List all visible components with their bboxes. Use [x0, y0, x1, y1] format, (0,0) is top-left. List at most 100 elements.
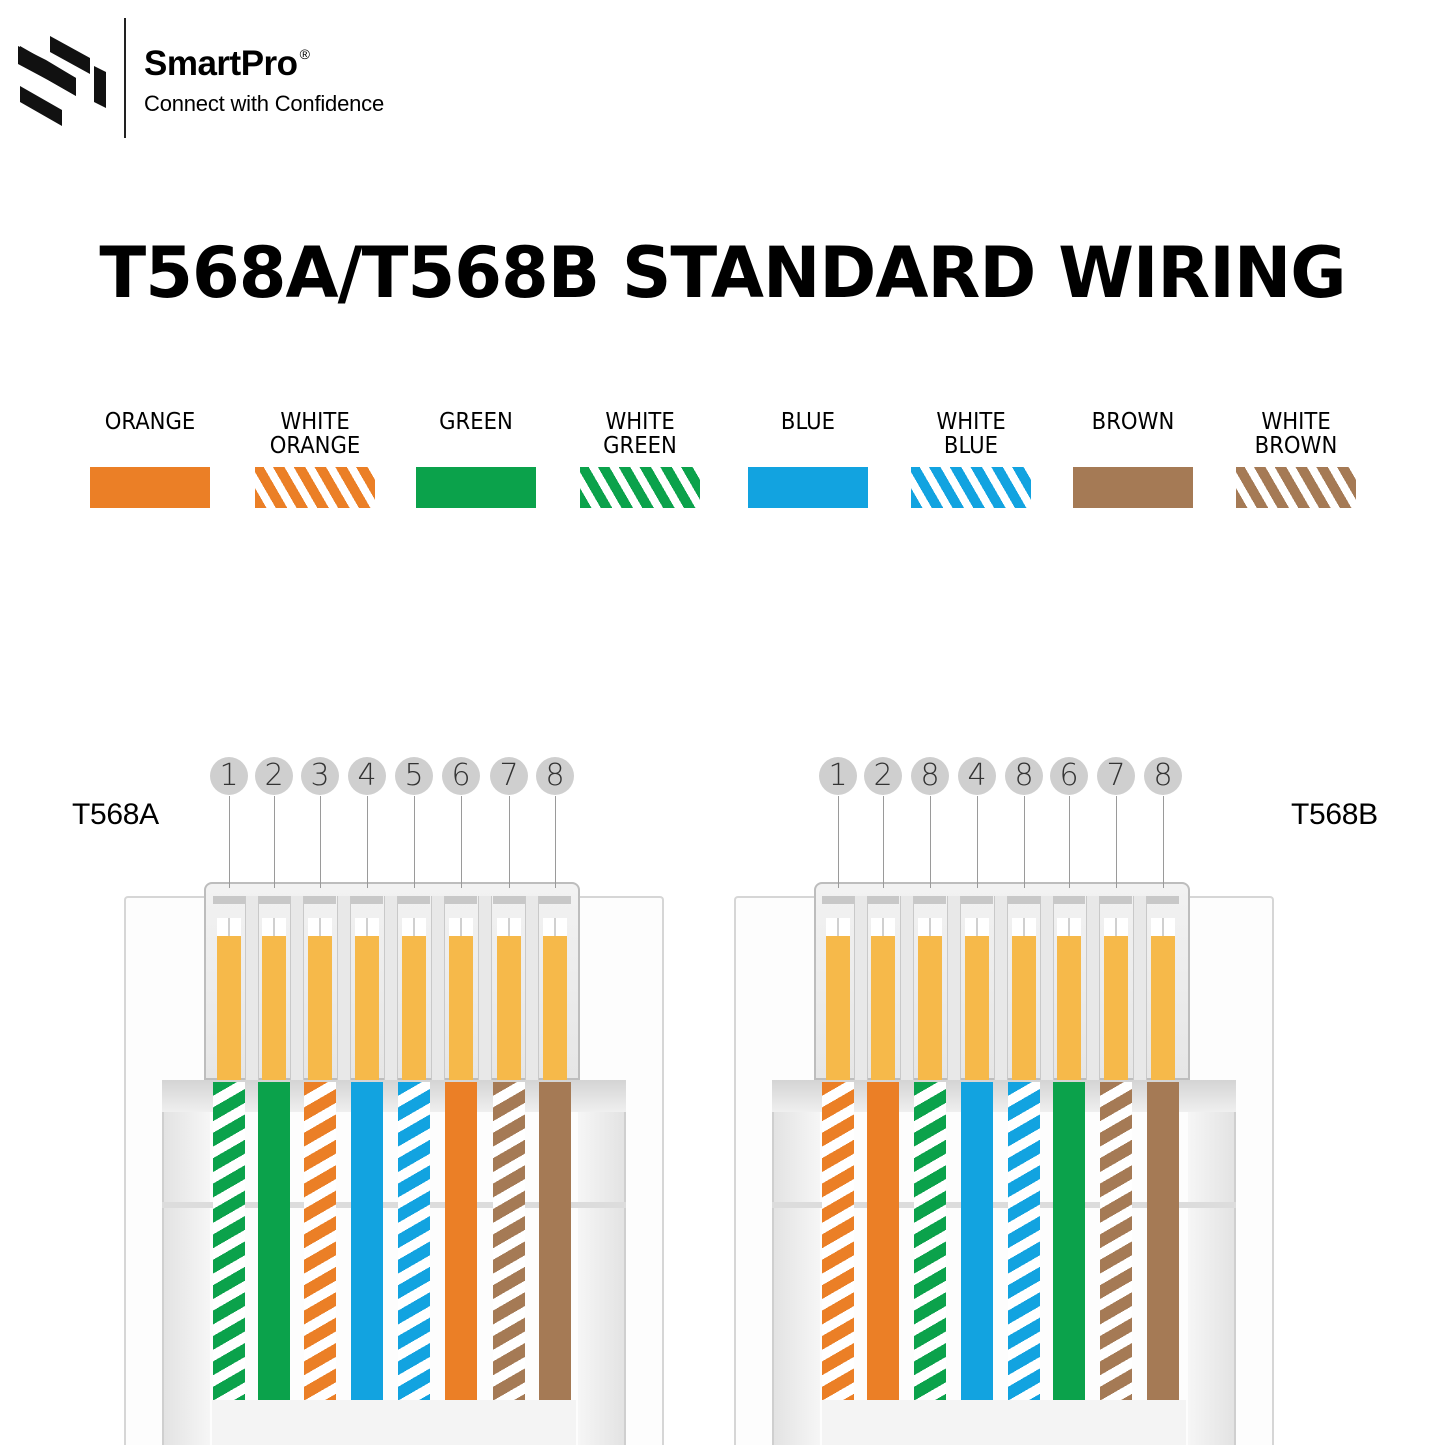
pin-number-badge: 3	[301, 757, 339, 795]
plug-bottom	[822, 1400, 1186, 1445]
contact-cap	[213, 896, 245, 904]
contact-cap	[258, 896, 290, 904]
pin-number-badge: 8	[911, 757, 949, 795]
standard-label-t568b: T568B	[1291, 798, 1378, 831]
gold-contact	[914, 896, 946, 1080]
gold-contact	[1147, 896, 1179, 1080]
wire-orange	[867, 1082, 899, 1400]
gold-contact	[304, 896, 336, 1080]
legend-label-line2: BROWN	[1254, 433, 1338, 459]
contact-divider	[993, 896, 1008, 1080]
contact-cap	[1147, 896, 1179, 904]
contact-cap	[1053, 896, 1085, 904]
contact-blade	[918, 918, 942, 936]
pin-number-badge: 1	[819, 757, 857, 795]
wire-green	[258, 1082, 290, 1400]
contact-blade	[1104, 918, 1128, 936]
contact-divider	[290, 896, 304, 1080]
contact-gold-pin	[449, 936, 473, 1080]
contact-blade	[1057, 918, 1081, 936]
contact-blade	[449, 918, 473, 936]
gold-contact	[351, 896, 383, 1080]
plug-band	[162, 1202, 626, 1208]
pin-number-badge: 2	[255, 757, 293, 795]
pin-leader-line	[367, 796, 368, 888]
contact-cap	[539, 896, 571, 904]
gold-contact	[822, 896, 854, 1080]
legend-label-line2: BLUE	[943, 433, 999, 459]
contact-cap	[351, 896, 383, 904]
contact-blade	[308, 918, 332, 936]
legend-swatch-solid	[748, 467, 868, 508]
page-title: T568A/T568B STANDARD WIRING	[99, 232, 1346, 314]
gold-contact	[398, 896, 430, 1080]
wire-blue	[961, 1082, 993, 1400]
legend-label-line1: WHITE	[280, 409, 350, 435]
plug-lower-box	[162, 1112, 626, 1445]
pin-number-badge: 7	[490, 757, 528, 795]
contact-divider	[478, 896, 492, 1080]
contact-cap	[493, 896, 525, 904]
gold-contact	[445, 896, 477, 1080]
rj45-plug-t568b	[734, 882, 1274, 1445]
contact-divider	[336, 896, 351, 1080]
wire-green	[1053, 1082, 1085, 1400]
contact-gold-pin	[826, 936, 850, 1080]
pin-leader-line	[509, 796, 510, 888]
pin-leader-line	[1069, 796, 1070, 888]
legend-label: BLUE	[753, 410, 863, 464]
plug-lower-box	[772, 1112, 1236, 1445]
contact-blade	[1012, 918, 1036, 936]
wire-white-blue	[1008, 1082, 1040, 1400]
contact-cap	[445, 896, 477, 904]
pin-leader-line	[274, 796, 275, 888]
gold-contact	[961, 896, 993, 1080]
plug-shade	[578, 1112, 626, 1445]
legend-label: BROWN	[1078, 410, 1188, 464]
legend-label-line1: WHITE	[936, 409, 1006, 435]
pin-leader-line	[320, 796, 321, 888]
legend-swatch-solid	[416, 467, 536, 508]
contact-gold-pin	[871, 936, 895, 1080]
contact-gold-pin	[543, 936, 567, 1080]
gold-contact	[1008, 896, 1040, 1080]
gold-contact	[1100, 896, 1132, 1080]
pin-leader-line	[930, 796, 931, 888]
contact-cap	[1008, 896, 1040, 904]
legend-label-line1: WHITE	[1261, 409, 1331, 435]
legend-swatch-striped	[1236, 467, 1356, 508]
legend-item: GREEN	[416, 409, 536, 508]
wire-brown	[539, 1082, 571, 1400]
legend-swatch-solid	[1073, 467, 1193, 508]
pin-number-badge: 6	[442, 757, 480, 795]
contact-divider	[430, 896, 445, 1080]
plug-shade	[772, 1112, 820, 1445]
contact-blade	[1151, 918, 1175, 936]
contact-blade	[871, 918, 895, 936]
wire-white-orange	[822, 1082, 854, 1400]
legend-label-line1: BLUE	[780, 409, 836, 435]
legend-label-line1: ORANGE	[104, 409, 196, 435]
wire-blue	[351, 1082, 383, 1400]
wire-white-orange	[304, 1082, 336, 1400]
legend-label-line1: GREEN	[439, 409, 513, 435]
contact-gold-pin	[497, 936, 521, 1080]
contact-gold-pin	[965, 936, 989, 1080]
contact-cap	[914, 896, 946, 904]
contact-gold-pin	[217, 936, 241, 1080]
legend-swatch-solid	[90, 467, 210, 508]
contact-blade	[402, 918, 426, 936]
contact-gold-pin	[918, 936, 942, 1080]
logo-divider	[124, 18, 126, 138]
brand-name-text: SmartPro	[144, 44, 298, 83]
pin-leader-line	[1024, 796, 1025, 888]
contact-divider	[899, 896, 914, 1080]
brand-name: SmartPro®	[144, 44, 310, 84]
rj45-plug-t568a	[124, 882, 664, 1445]
contact-divider	[946, 896, 961, 1080]
contact-divider	[244, 896, 259, 1080]
